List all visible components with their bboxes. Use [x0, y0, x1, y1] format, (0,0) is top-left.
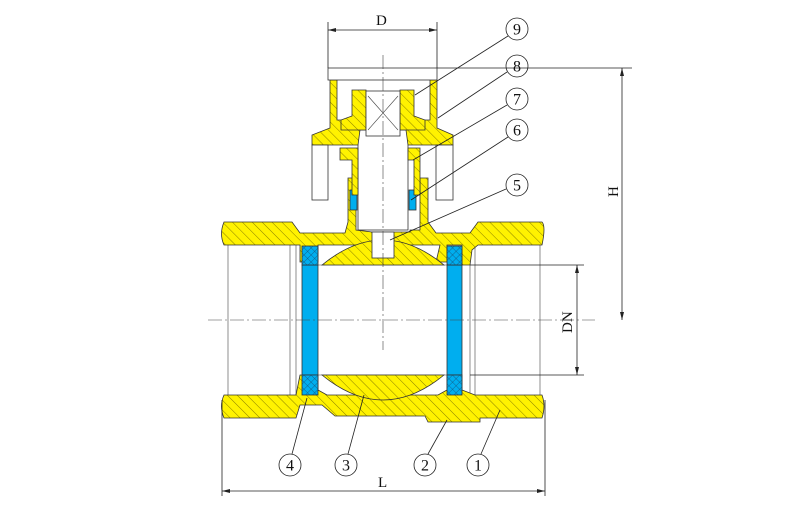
dimension-d: D: [327, 13, 438, 68]
dimension-dn: DN: [470, 264, 584, 376]
seat-right-bottom: [446, 374, 463, 396]
svg-text:4: 4: [286, 458, 294, 475]
svg-text:1: 1: [474, 458, 482, 475]
callout-2: 2: [413, 453, 437, 477]
handle-skirt-right: [435, 144, 454, 201]
handle-top: [327, 67, 438, 81]
ball-bottom: [320, 374, 446, 401]
svg-text:3: 3: [342, 458, 350, 475]
svg-text:7: 7: [513, 92, 521, 109]
svg-text:8: 8: [513, 59, 521, 76]
dimension-dn-label: DN: [560, 311, 576, 333]
svg-text:2: 2: [421, 458, 429, 475]
callout-1: 1: [466, 453, 490, 477]
callout-6: 6: [505, 118, 529, 142]
callout-9: 9: [505, 17, 529, 41]
stem-packing-right: [408, 189, 417, 211]
callout-5: 5: [505, 173, 529, 197]
handle-skirt-left: [311, 144, 329, 201]
dimension-l: L: [221, 400, 546, 496]
dimension-h: H: [437, 67, 632, 320]
dimension-l-label: L: [378, 475, 387, 491]
svg-text:5: 5: [513, 178, 521, 195]
callout-8: 8: [505, 54, 529, 78]
seat-left-bottom: [301, 374, 319, 396]
stem-nut: [340, 89, 426, 131]
seat-left-top: [301, 245, 319, 266]
callout-leaders: [291, 35, 509, 455]
callout-7: 7: [505, 87, 529, 111]
dimension-h-label: H: [606, 186, 622, 197]
svg-text:9: 9: [513, 22, 521, 39]
svg-text:6: 6: [513, 123, 521, 140]
dimension-d-label: D: [376, 13, 387, 29]
body-top: [221, 177, 545, 266]
seat-right-top: [446, 245, 463, 266]
packing-gland: [339, 147, 421, 196]
callout-3: 3: [334, 453, 358, 477]
callout-4: 4: [278, 453, 302, 477]
